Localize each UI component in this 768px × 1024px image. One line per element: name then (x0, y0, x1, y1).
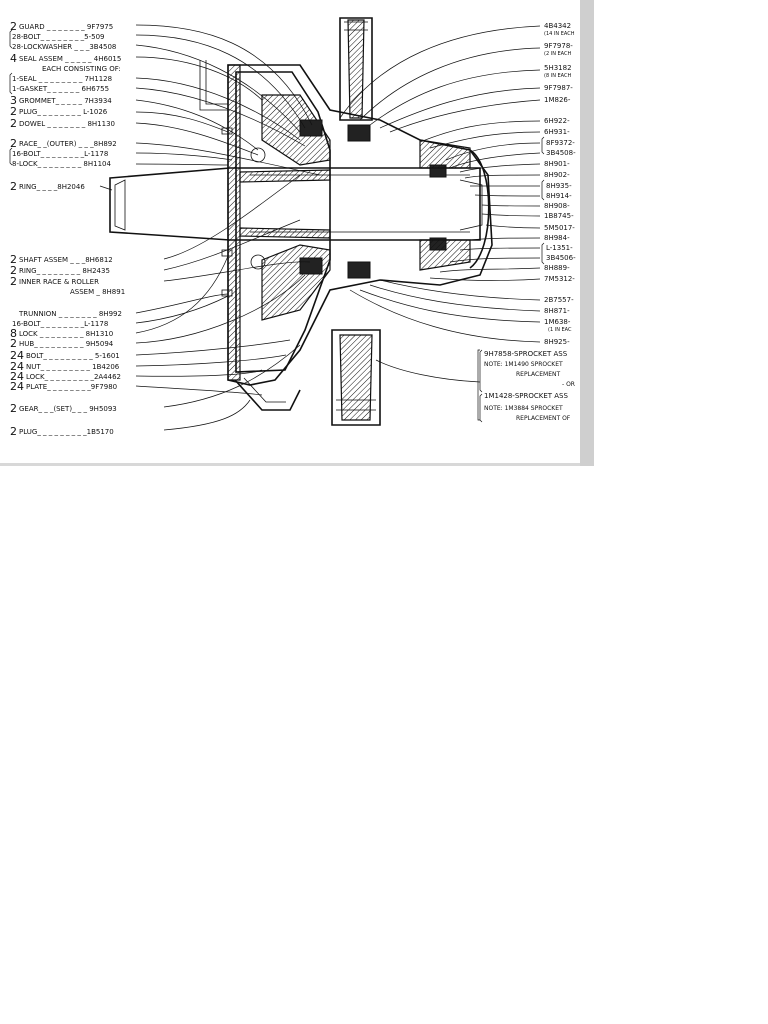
left-label: LOCK _ _ _ _ _ _ _ _ 8H1310 (19, 330, 113, 338)
left-qty: 2 (10, 337, 17, 350)
left-qty: 2 (10, 180, 17, 193)
right-label: (2 IN EACH (544, 51, 572, 57)
left-label: RING_ _ _ _ _ _ _ _ 8H2435 (19, 267, 110, 275)
right-label: 8H889- (544, 264, 570, 272)
left-qty: 8 (10, 327, 17, 340)
right-label: 8H984- (544, 234, 570, 242)
right-label: 8H935- (546, 182, 572, 190)
note-line: - OR (562, 381, 575, 388)
right-label: 1B8745- (544, 212, 574, 220)
right-label: L-1351- (546, 244, 573, 252)
right-label: 6H931- (544, 128, 570, 136)
left-qty: 3 (10, 94, 17, 107)
left-label: GROMMET_ _ _ _ _ 7H3934 (19, 97, 112, 105)
left-qty: 2 (10, 264, 17, 277)
left-label: PLUG_ _ _ _ _ _ _ _ L-1026 (19, 108, 108, 116)
left-qty: 2 (10, 402, 17, 415)
left-qty: 2 (10, 105, 17, 118)
left-qty: 2 (10, 117, 17, 130)
right-brackets (479, 136, 545, 423)
left-label: EACH CONSISTING OF: (42, 65, 121, 73)
left-leader-lines (99, 24, 321, 431)
left-label: SHAFT ASSEM _ _ _8H6812 (19, 256, 113, 264)
left-label: PLUG_ _ _ _ _ _ _ _ _1B5170 (19, 428, 114, 436)
left-labels: 2 GUARD _ _ _ _ _ _ _ 9F7975 28-BOLT_ _ … (10, 20, 125, 438)
right-label: 3B4508- (546, 149, 576, 157)
left-label: PLATE_ _ _ _ _ _ _ _9F7980 (26, 383, 117, 391)
right-label: 7M5312- (544, 275, 575, 283)
right-label: 4B4342 (544, 22, 571, 30)
right-label: 1M638- (544, 318, 571, 326)
left-qty: 2 (10, 425, 17, 438)
left-label: HUB_ _ _ _ _ _ _ _ _ 9H5094 (19, 340, 114, 348)
left-label: NUT_ _ _ _ _ _ _ _ _ 1B4206 (26, 363, 120, 371)
left-label: TRUNNION _ _ _ _ _ _ _ 8H992 (18, 310, 122, 318)
left-label: DOWEL _ _ _ _ _ _ _ 8H1130 (19, 120, 115, 128)
final-drive-assembly-drawing (109, 17, 493, 426)
left-qty: 24 (10, 349, 24, 362)
parts-diagram: 2 GUARD _ _ _ _ _ _ _ 9F7975 28-BOLT_ _ … (9, 17, 576, 438)
right-label: 8H925- (544, 338, 570, 346)
left-qty: 24 (10, 370, 24, 383)
left-label: 16-BOLT_ _ _ _ _ _ _ _L-1178 (12, 320, 108, 328)
left-label: INNER RACE & ROLLER (19, 278, 99, 286)
right-label: 8H914- (546, 192, 572, 200)
left-label: 28-LOCKWASHER _ _ _3B4508 (12, 43, 116, 51)
left-label: 8-LOCK_ _ _ _ _ _ _ _ 8H1104 (12, 160, 111, 168)
left-qty: 2 (10, 137, 17, 150)
right-label: 8H871- (544, 307, 570, 315)
left-label: GEAR_ _ _(SET)_ _ _ 9H5093 (19, 405, 117, 413)
right-label: 8F9372- (546, 139, 575, 147)
left-label: 28-BOLT_ _ _ _ _ _ _ _5-509 (12, 33, 105, 41)
right-label: 3B4506- (546, 254, 576, 262)
left-qty: 24 (10, 360, 24, 373)
right-label: 6H922- (544, 117, 570, 125)
left-label: GUARD _ _ _ _ _ _ _ 9F7975 (19, 23, 113, 31)
right-label: 1M826- (544, 96, 571, 104)
right-label: 8H902- (544, 171, 570, 179)
left-qty: 4 (10, 52, 17, 65)
left-qty: 2 (10, 20, 17, 33)
note-line: NOTE: 1M3884 SPROCKET (484, 405, 563, 412)
left-label: ASSEM _ 8H891 (70, 288, 125, 296)
right-label: (8 IN EACH (544, 73, 572, 79)
left-label: 1-SEAL _ _ _ _ _ _ _ _ 7H1128 (12, 75, 112, 83)
right-label: 2B7557- (544, 296, 574, 304)
left-label: SEAL ASSEM _ _ _ _ _ 4H6015 (19, 55, 121, 63)
right-label: 8H908- (544, 202, 570, 210)
right-label: (14 IN EACH (544, 31, 575, 37)
note-line: NOTE: 1M1490 SPROCKET (484, 361, 563, 368)
note-line: 9H7858-SPROCKET ASS (484, 350, 568, 358)
right-label: 9F7987- (544, 84, 573, 92)
vertical-scrollbar[interactable] (580, 0, 594, 466)
right-label: 8H901- (544, 160, 570, 168)
right-labels: 4B4342 (14 IN EACH 9F7978- (2 IN EACH 5H… (544, 22, 576, 346)
left-label: RACE_ _(OUTER) _ _ _8H892 (19, 140, 117, 148)
left-brackets (9, 29, 13, 166)
left-label: RING_ _ _ _8H2046 (19, 183, 85, 191)
image-bottom-border (0, 463, 580, 466)
left-label: BOLT_ _ _ _ _ _ _ _ _ 5-1601 (26, 352, 120, 360)
sprocket-notes: 9H7858-SPROCKET ASS NOTE: 1M1490 SPROCKE… (484, 350, 575, 422)
right-label: 9F7978- (544, 42, 573, 50)
left-qty: 24 (10, 380, 24, 393)
left-label: 16-BOLT_ _ _ _ _ _ _ _L-1178 (12, 150, 108, 158)
left-qty: 2 (10, 275, 17, 288)
left-qty: 2 (10, 253, 17, 266)
right-label: 5M5017- (544, 224, 575, 232)
note-line: REPLACEMENT (516, 371, 560, 378)
image-viewer: 2 GUARD _ _ _ _ _ _ _ 9F7975 28-BOLT_ _ … (0, 0, 594, 466)
right-leader-lines (339, 25, 541, 421)
note-line: 1M1428-SPROCKET ASS (484, 392, 569, 400)
left-label: LOCK_ _ _ _ _ _ _ _ _2A4462 (26, 373, 121, 381)
note-line: REPLACEMENT OF (516, 415, 571, 422)
left-label: 1-GASKET_ _ _ _ _ _ 6H6755 (12, 85, 109, 93)
right-label: 5H3182 (544, 64, 572, 72)
right-label: (1 IN EAC (548, 327, 572, 333)
